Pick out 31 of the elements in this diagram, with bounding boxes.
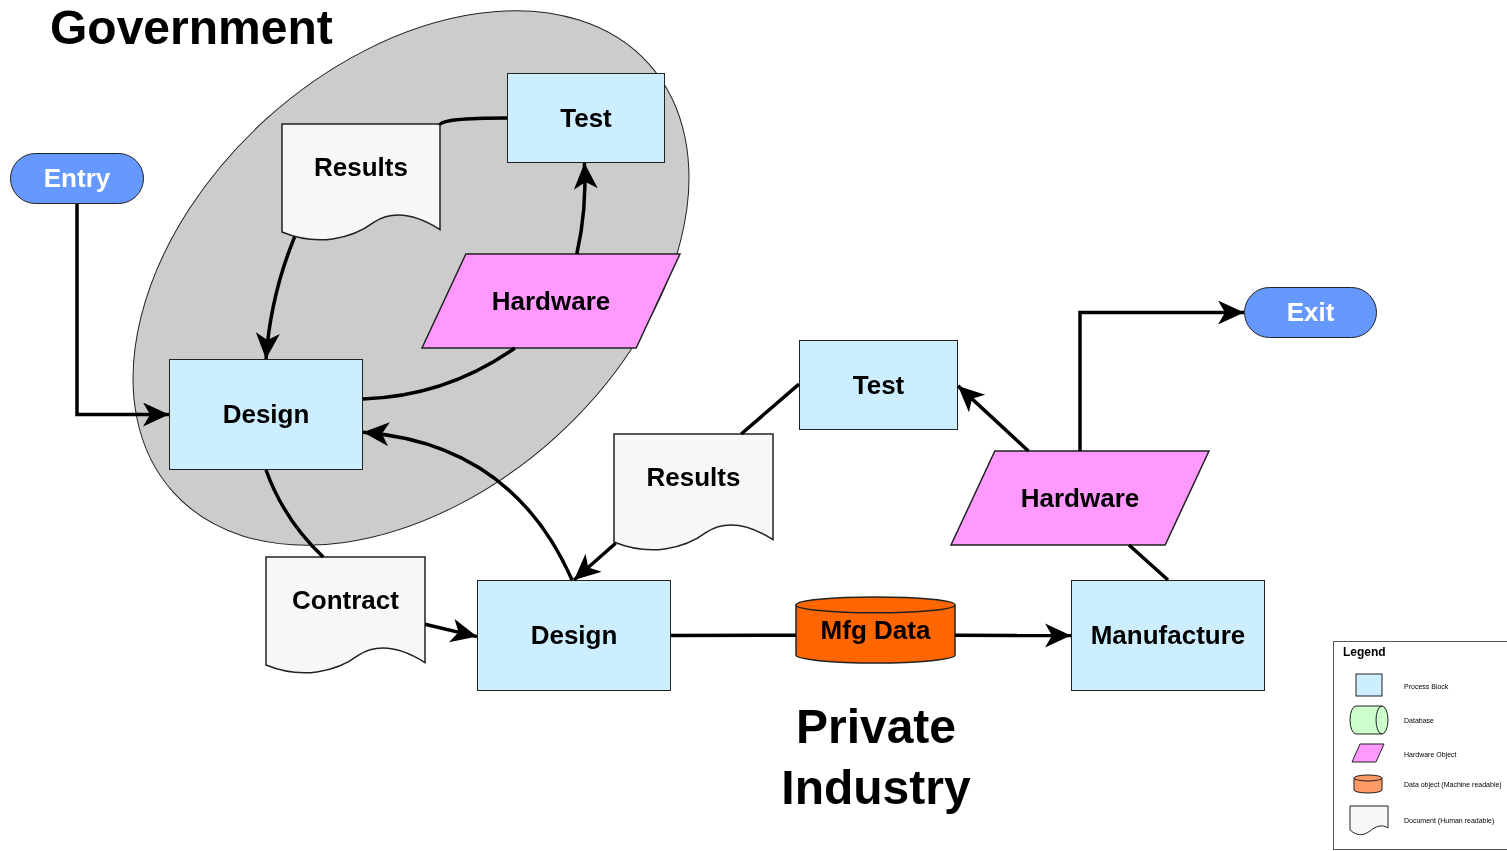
- node-label: Entry: [43, 163, 111, 194]
- node-label: Results: [646, 462, 741, 493]
- node-label: Manufacture: [1090, 620, 1246, 651]
- node-label: Hardware: [1020, 482, 1140, 514]
- connector-arrow: [256, 236, 297, 360]
- node-label: Design: [530, 620, 618, 651]
- connector-arrow: [572, 541, 617, 582]
- process-box: [507, 73, 665, 163]
- region-heading: Government: [50, 0, 333, 56]
- region-heading: Private Industry: [780, 699, 972, 816]
- node-label: Test: [852, 369, 905, 401]
- terminator-pill: [1244, 287, 1377, 338]
- node-label: Exit: [1286, 297, 1335, 328]
- node-label: Results: [314, 152, 408, 183]
- connector-arrow: [956, 384, 1030, 453]
- process-box: [1071, 580, 1265, 691]
- connector-arrow: [573, 162, 598, 255]
- node-label: Design: [222, 399, 310, 430]
- connector-arrow: [362, 423, 574, 581]
- legend-title: Legend: [1343, 645, 1386, 659]
- node-label: Contract: [292, 585, 399, 616]
- connector-arrow: [1078, 300, 1244, 451]
- connector-arrow: [955, 623, 1071, 648]
- node-label: Test: [560, 102, 612, 134]
- terminator-pill: [10, 153, 144, 204]
- connector-arrow: [75, 204, 169, 427]
- process-box: [169, 359, 363, 470]
- process-box: [799, 340, 958, 430]
- process-box: [477, 580, 671, 691]
- node-label: Mfg Data: [820, 614, 931, 646]
- node-label: Hardware: [491, 285, 611, 317]
